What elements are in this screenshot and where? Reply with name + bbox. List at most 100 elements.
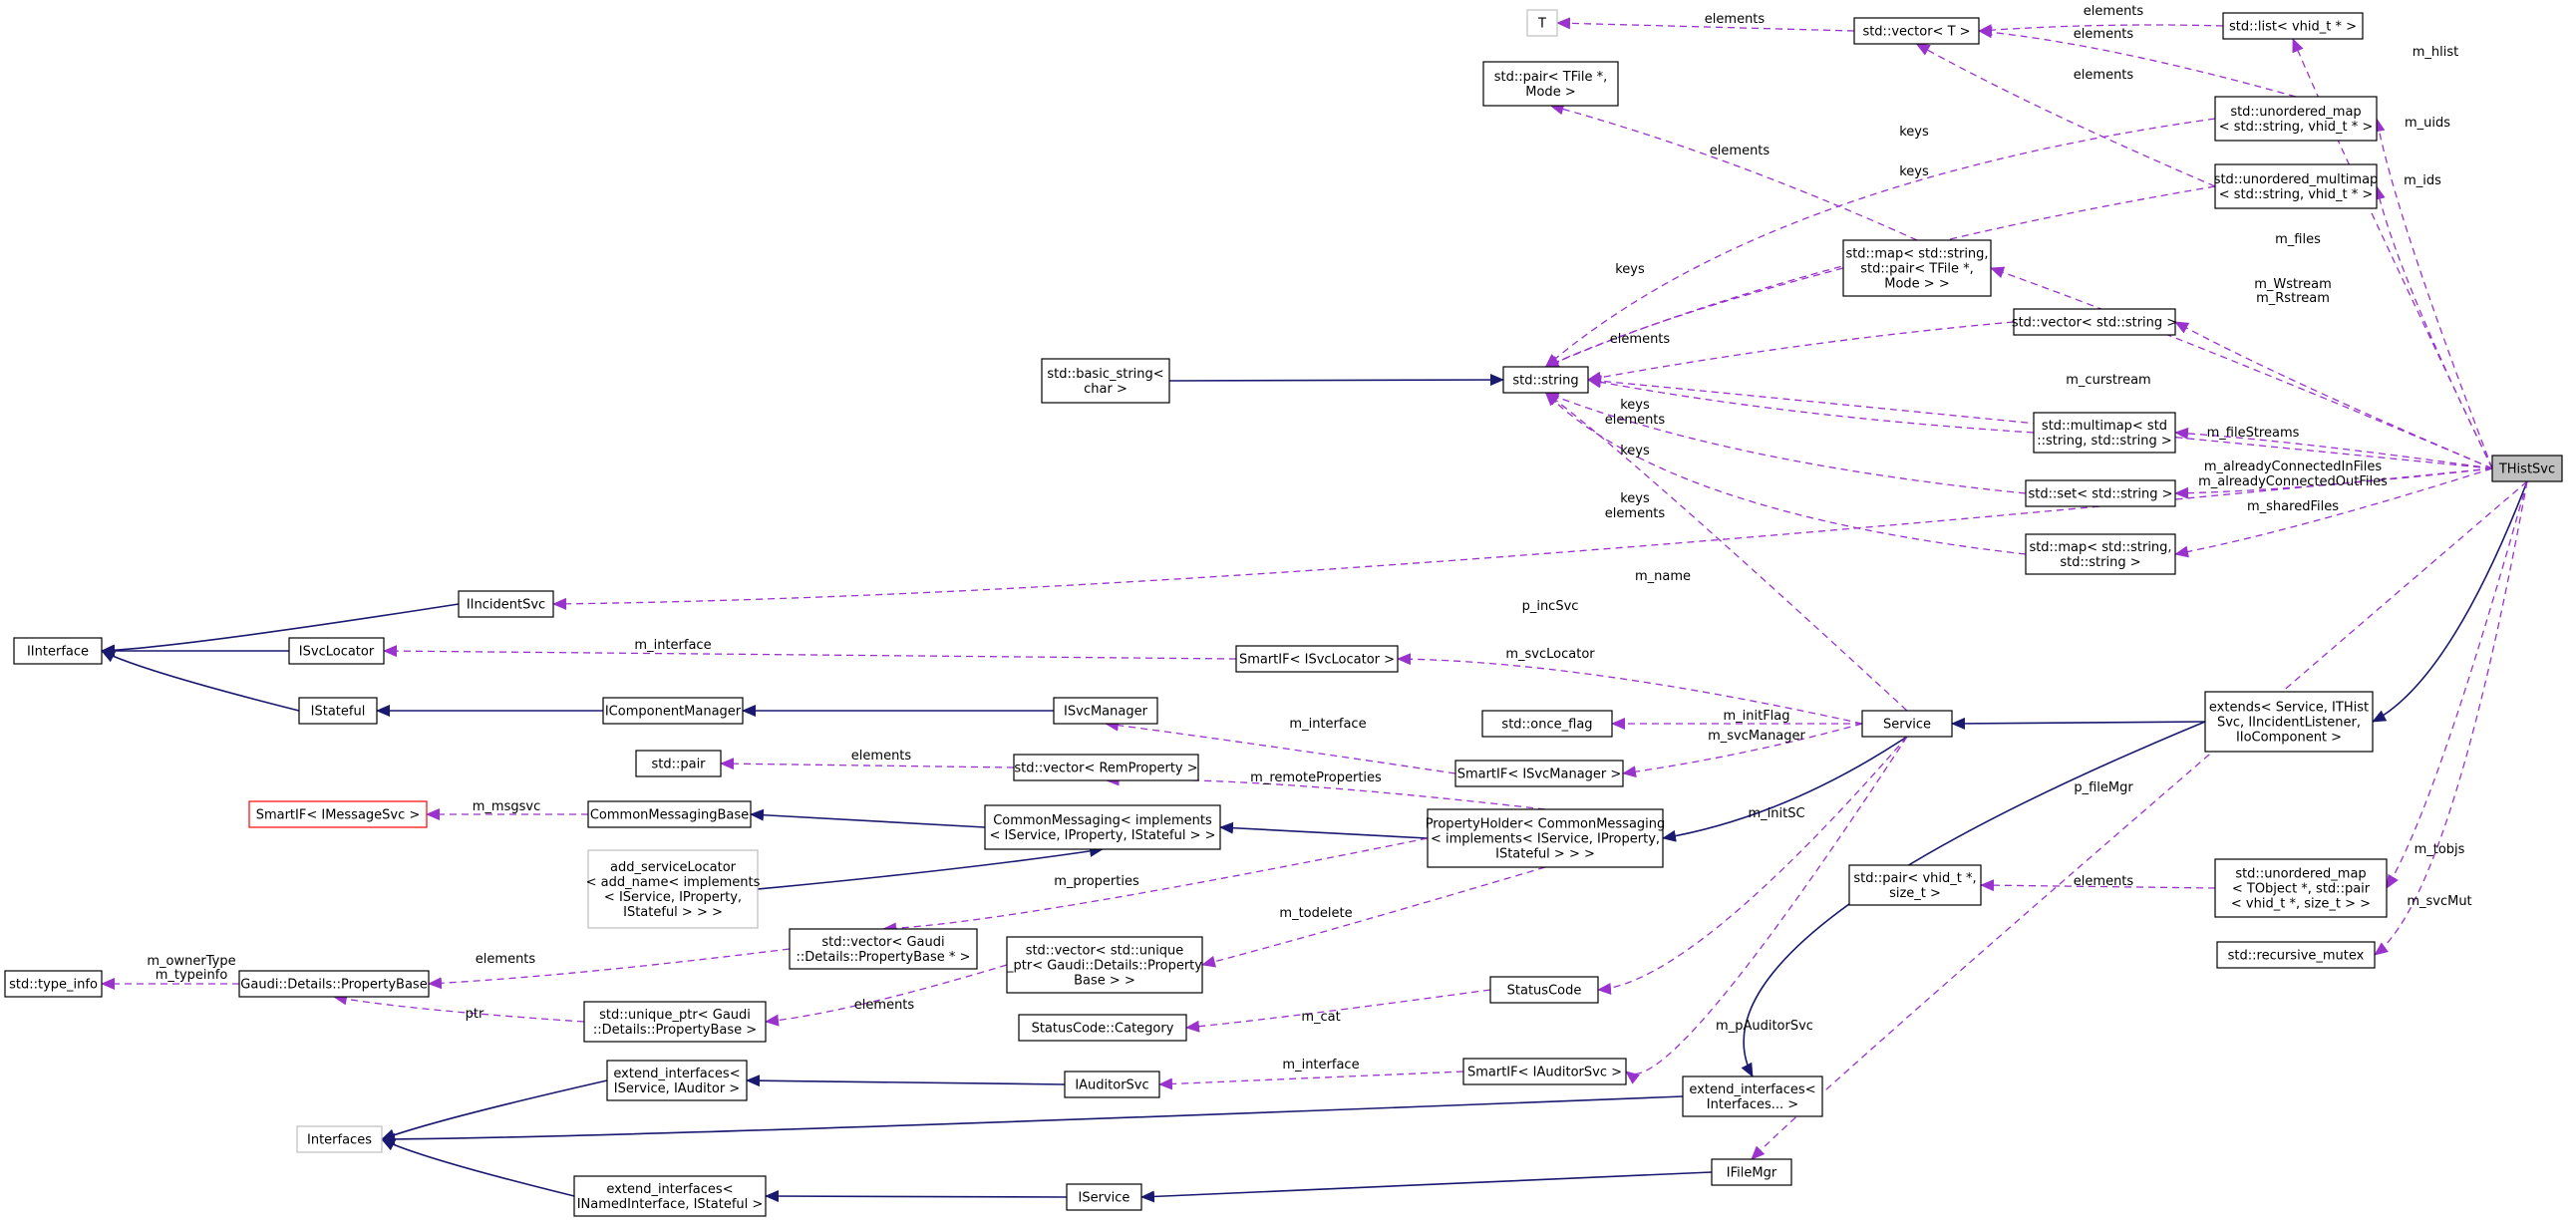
edge-label: m_Wstream [2254,277,2332,292]
node-label: std::unordered_map [2235,867,2366,882]
edge-label: keys [1620,491,1650,506]
node-thist-svc[interactable]: THistSvc [2491,455,2563,482]
node-once-flag[interactable]: std::once_flag [1481,710,1613,738]
node-iservice[interactable]: IService [1066,1183,1142,1211]
node-umap-uids[interactable]: std::unordered_map< std::string, vhid_t … [2214,96,2378,142]
node-vec-t[interactable]: std::vector< T > [1853,17,1980,45]
node-label: Mode > > [1884,277,1949,292]
usage-edge [2174,467,2493,558]
node-status-code[interactable]: StatusCode [1489,976,1599,1004]
node-extend-if-named[interactable]: extend_interfaces<INamedInterface, IStat… [573,1175,767,1217]
node-label: std::pair< TFile *, [1494,70,1608,85]
node-t[interactable]: T [1526,9,1558,37]
node-unique-ptr[interactable]: std::unique_ptr< Gaudi::Details::Propert… [583,1001,767,1043]
node-property-holder[interactable]: PropertyHolder< CommonMessaging< impleme… [1426,808,1666,868]
node-common-messaging-base[interactable]: CommonMessagingBase [587,800,752,828]
node-label: StatusCode [1507,984,1582,999]
node-vec-prop-base[interactable]: std::vector< Gaudi::Details::PropertyBas… [789,928,978,970]
node-label: CommonMessagingBase [590,808,749,823]
node-smart-ifauditor-svc[interactable]: SmartIF< IAuditorSvc > [1462,1058,1627,1085]
node-map-files[interactable]: std::map< std::string,std::pair< TFile *… [1842,239,1992,297]
node-icomponent-manager[interactable]: IComponentManager [602,697,744,725]
edge-label: m_msgsvc [473,799,540,814]
usage-edge [2374,480,2528,956]
usage-edge [765,964,1008,1027]
node-label: extend_interfaces< [606,1182,733,1197]
node-status-code-category[interactable]: StatusCode::Category [1018,1014,1187,1042]
node-ummap-ids[interactable]: std::unordered_multimap< std::string, vh… [2214,163,2379,209]
node-label: Mode > [1525,85,1575,100]
edge-label: elements [2074,27,2134,42]
edge-label: keys [1615,262,1645,277]
node-add-service-locator[interactable]: add_serviceLocator< add_name< implements… [586,849,761,929]
node-label: std::unique_ptr< Gaudi [599,1008,751,1023]
usage-edge [1915,43,2216,187]
node-vec-string[interactable]: std::vector< std::string > [2012,308,2177,336]
node-label: INamedInterface, IStateful > [577,1197,764,1212]
node-service[interactable]: Service [1861,710,1953,738]
node-label: std::basic_string< [1047,367,1163,382]
node-pair-vhid[interactable]: std::pair< vhid_t *,size_t > [1848,864,1982,906]
usage-edge [1587,321,2015,384]
node-label: CommonMessaging< implements [993,813,1212,828]
node-label: IService [1079,1191,1130,1206]
node-iinterface[interactable]: IInterface [13,637,103,665]
node-label: std::set< std::string > [2029,487,2173,502]
node-multimap-str[interactable]: std::multimap< std::string, std::string … [2033,412,2176,454]
node-label: IStateful [311,705,366,720]
usage-edge [1201,866,1546,968]
node-label: < vhid_t *, size_t > > [2231,897,2371,912]
node-ifile-mgr[interactable]: IFileMgr [1711,1158,1792,1186]
node-label: std::pair [651,758,706,772]
node-interfaces[interactable]: Interfaces [296,1125,383,1153]
edge-label: keys [1620,444,1650,459]
node-label: SmartIF< IMessageSvc > [256,808,421,823]
edge-label: elements [854,998,915,1013]
edge-label: m_svcManager [1708,729,1805,744]
node-smart-ifsvc-locator[interactable]: SmartIF< ISvcLocator > [1235,645,1399,673]
node-label: IInterface [27,645,89,660]
node-label: std::map< std::string, [2029,540,2171,555]
node-smart-ifmsg-svc[interactable]: SmartIF< IMessageSvc > [248,800,428,828]
node-label: ::Details::PropertyBase * > [797,950,971,965]
edge-label: m_alreadyConnectedInFiles [2204,460,2383,474]
node-label: std::recursive_mutex [2228,949,2365,964]
node-set-string[interactable]: std::set< std::string > [2025,479,2176,507]
node-vec-unique-ptr[interactable]: std::vector< std::unique_ptr< Gaudi::Det… [1006,936,1203,994]
edge-label: m_cat [1301,1010,1340,1025]
node-iincident-svc[interactable]: IIncidentSvc [458,590,554,618]
node-common-messaging[interactable]: CommonMessaging< implements< IService, I… [984,804,1221,850]
node-recursive-mutex[interactable]: std::recursive_mutex [2216,941,2376,969]
node-umap-tobjs[interactable]: std::unordered_map< TObject *, std::pair… [2214,858,2388,918]
node-std-pair[interactable]: std::pair [635,750,722,777]
node-label: ::string, std::string > [2037,434,2172,449]
usage-edge [1625,736,1908,1084]
inheritance-edge [1168,374,1504,387]
edge-label: elements [2084,4,2144,19]
node-vec-rem-prop[interactable]: std::vector< RemProperty > [1013,754,1199,781]
node-pair-tfile[interactable]: std::pair< TFile *,Mode > [1482,61,1619,107]
node-type-info[interactable]: std::type_info [4,970,103,998]
node-list-vhid[interactable]: std::list< vhid_t * > [2222,12,2364,40]
edge-label: m_uids [2405,116,2450,131]
node-extend-if-auditor[interactable]: extend_interfaces<IService, IAuditor > [606,1060,748,1101]
node-label: char > [1084,382,1127,397]
node-smart-ifsvc-manager[interactable]: SmartIF< ISvcManager > [1454,760,1624,787]
usage-edge [1751,480,2528,1160]
node-isvc-manager[interactable]: ISvcManager [1053,697,1158,725]
node-label: std::multimap< std [2042,419,2167,434]
node-map-str-str[interactable]: std::map< std::string,std::string > [2025,533,2176,575]
node-extend-if-interfaces[interactable]: extend_interfaces<Interfaces... > [1682,1075,1823,1117]
usage-edge [1397,653,1863,725]
usage-edge [2373,185,2493,469]
node-string[interactable]: std::string [1502,366,1589,394]
node-istateful[interactable]: IStateful [298,697,378,725]
node-label: < implements< IService, IProperty, [1431,832,1660,847]
edge-label: m_tobjs [2415,842,2465,857]
node-property-base[interactable]: Gaudi::Details::PropertyBase [238,970,430,998]
node-basic-string[interactable]: std::basic_string<char > [1041,358,1170,404]
node-isvc-locator[interactable]: ISvcLocator [288,637,385,665]
node-iauditor-svc[interactable]: IAuditorSvc [1064,1071,1160,1098]
